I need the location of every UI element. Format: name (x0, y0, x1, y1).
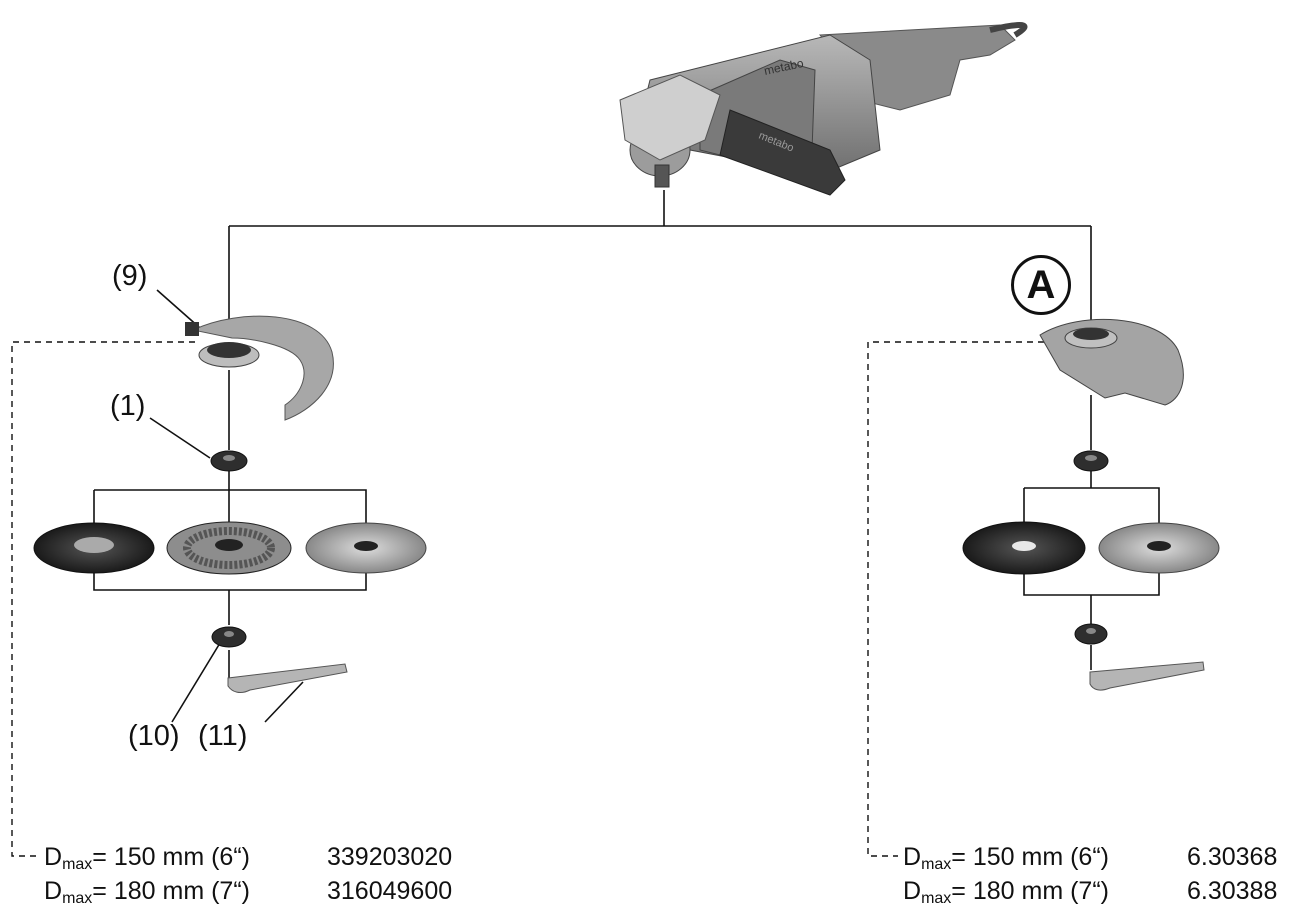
leader-lines (149, 289, 304, 723)
side-handle: metabo (719, 109, 846, 196)
diamond-disc-right (1098, 522, 1220, 574)
clamping-nut-left (211, 626, 247, 648)
callout-label-guard: (9) (112, 260, 148, 292)
connector-lines (93, 190, 1160, 678)
spec-row-left-150: Dmax= 150 mm (6“) 339203020 (44, 843, 453, 873)
part-number: 316049600 (327, 877, 453, 905)
variant-a-badge: A (1011, 255, 1071, 315)
cutting-guard-right (1039, 318, 1184, 406)
spec-row-right-150: Dmax= 150 mm (6“) 6.30368 (903, 843, 1278, 873)
support-flange-right (1073, 450, 1109, 472)
dashed-bracket-lines (11, 341, 1055, 857)
spec-row-right-180: Dmax= 180 mm (7“) 6.30388 (903, 877, 1278, 907)
callout-label-support-flange: (1) (110, 390, 146, 422)
support-flange-left (210, 450, 248, 472)
cutting-disc-right (962, 521, 1086, 575)
flap-disc-left (166, 521, 292, 575)
spec-row-left-180: Dmax= 180 mm (7“) 316049600 (44, 877, 453, 907)
part-number: 6.30388 (1187, 877, 1278, 905)
clamping-nut-right (1074, 623, 1108, 645)
diamond-disc-left (305, 522, 427, 574)
part-number: 6.30368 (1187, 843, 1278, 871)
wheel-guard-left (185, 315, 334, 421)
callout-label-spanner: (11) (198, 720, 248, 752)
grinding-disc-left (33, 522, 155, 574)
part-number: 339203020 (327, 843, 453, 871)
angle-grinder-image: metabo metabo (619, 22, 1028, 196)
callout-label-clamping-nut: (10) (128, 720, 180, 752)
spanner-right (1089, 661, 1205, 691)
spanner-left (227, 663, 348, 694)
